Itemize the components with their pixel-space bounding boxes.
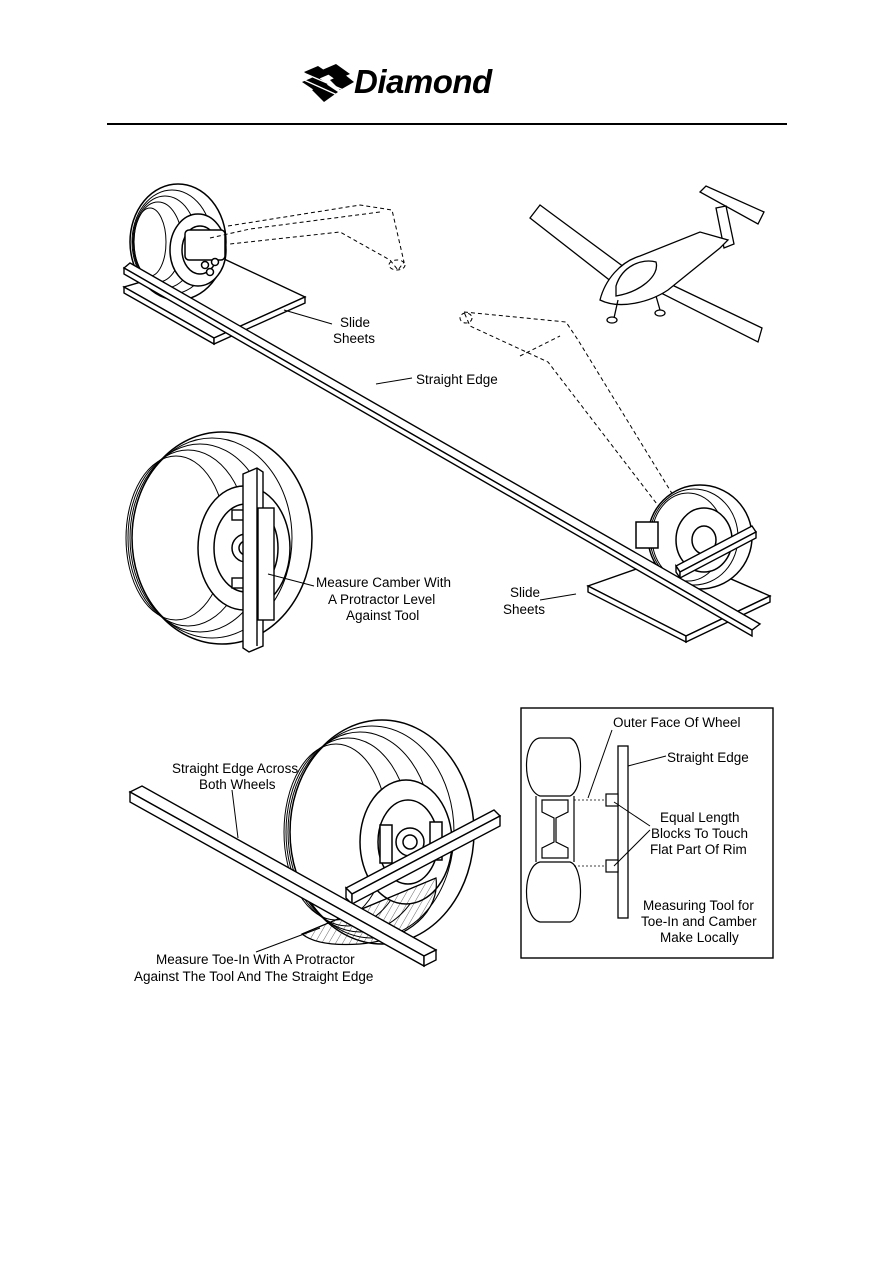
tool-detail-box: Outer Face Of Wheel Straight Edge Equal …	[520, 707, 774, 959]
brand-name: Diamond	[354, 63, 492, 100]
slide-sheets-label-top-1: Slide	[340, 315, 370, 330]
across-label-2: Both Wheels	[199, 777, 276, 792]
camber-label-1: Measure Camber With	[316, 575, 451, 590]
blocks-label-3: Flat Part Of Rim	[650, 842, 747, 857]
top-left-wheel	[129, 183, 227, 301]
slide-sheets-label-right-1: Slide	[510, 585, 540, 600]
detail-straight-edge-label: Straight Edge	[667, 750, 749, 765]
camber-wheel	[125, 431, 313, 645]
tool-label-3: Make Locally	[660, 930, 739, 945]
diamond-logo-mark-icon	[302, 64, 354, 102]
toe-in-label-2: Against The Tool And The Straight Edge	[134, 969, 373, 984]
toe-in-leader-lines	[231, 789, 321, 953]
toe-in-label-1: Measure Toe-In With A Protractor	[156, 952, 355, 967]
blocks-label-2: Blocks To Touch	[651, 826, 748, 841]
tool-label-2: Toe-In and Camber	[641, 914, 757, 929]
upper-leader-lines	[267, 309, 577, 601]
outer-face-label: Outer Face Of Wheel	[613, 715, 741, 730]
gear-leg-dashed-top	[209, 204, 406, 271]
detail-straight-edge	[617, 745, 629, 919]
camber-label-3: Against Tool	[346, 608, 419, 623]
detail-block-top	[605, 793, 619, 807]
across-label-1: Straight Edge Across	[172, 761, 298, 776]
airplane-icon	[529, 185, 765, 343]
tool-label-1: Measuring Tool for	[643, 898, 754, 913]
header-rule	[107, 123, 787, 125]
protractor	[300, 877, 437, 946]
toe-in-straight-edge	[128, 785, 438, 968]
top-right-wheel	[635, 484, 753, 590]
diamond-logo: Diamond	[300, 62, 510, 106]
detail-block-bottom	[605, 859, 619, 873]
straight-edge-bar	[122, 262, 762, 638]
gear-leg-dashed-right	[459, 311, 677, 509]
camber-tool	[231, 467, 275, 653]
tool-bar-right	[674, 525, 758, 581]
camber-label-2: A Protractor Level	[328, 592, 435, 607]
straight-edge-label: Straight Edge	[416, 372, 498, 387]
slide-sheets-label-top-2: Sheets	[333, 331, 375, 346]
tire-cross-section	[525, 737, 582, 923]
slide-sheets-label-right-2: Sheets	[503, 602, 545, 617]
toe-in-tool-bar	[344, 809, 502, 906]
blocks-label-1: Equal Length	[660, 810, 740, 825]
